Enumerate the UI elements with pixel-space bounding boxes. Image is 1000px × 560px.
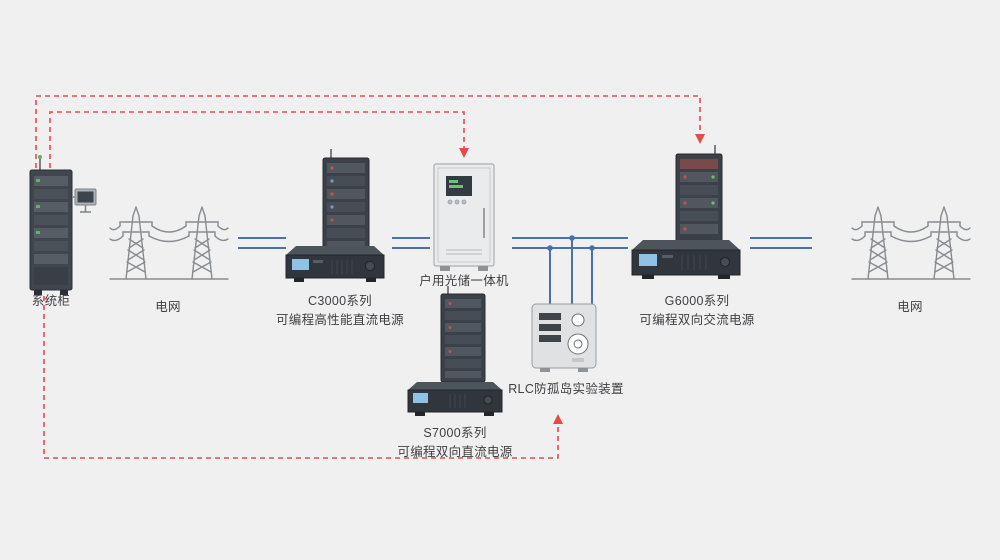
- cabinet-monitor: [72, 188, 97, 213]
- pv-storage-label: 户用光储一体机: [419, 274, 509, 288]
- grid-right-label: 电网: [897, 300, 923, 314]
- c3000-label: C3000系列 可编程高性能直流电源: [250, 292, 430, 330]
- grid-right-pylon: [851, 206, 971, 280]
- s7000-tower-device: [440, 286, 486, 383]
- control-line-to-pv-storage: [49, 111, 465, 168]
- bus-junction-dots: [547, 235, 595, 251]
- bus-g6000-grid-right: [750, 237, 812, 249]
- rlc-device: [531, 303, 597, 372]
- control-line-to-g6000: [35, 95, 701, 168]
- rlc-device-label: RLC防孤岛实验装置: [508, 382, 624, 396]
- g6000-bench-device: [631, 240, 741, 279]
- system-cabinet-device: [29, 155, 97, 295]
- g6000-subtitle: 可编程双向交流电源: [639, 312, 755, 327]
- c3000-bench-device: [285, 246, 385, 282]
- grid-left-label: 电网: [155, 300, 181, 314]
- bus-tap-verticals: [549, 238, 593, 306]
- control-line-arrowheads: [459, 134, 705, 424]
- c3000-subtitle: 可编程高性能直流电源: [275, 312, 404, 327]
- system-cabinet-label: 系统柜: [31, 294, 71, 308]
- s7000-bench-device: [407, 382, 503, 416]
- bus-grid-left-c3000: [238, 237, 286, 249]
- arrow-up-icon: [553, 414, 563, 424]
- c3000-tower-device: [322, 149, 370, 257]
- pv-storage-device: [433, 163, 495, 271]
- g6000-tower-device: [675, 145, 723, 255]
- arrow-down-icon: [695, 134, 705, 144]
- s7000-subtitle: 可编程双向直流电源: [397, 444, 513, 459]
- s7000-label: S7000系列 可编程双向直流电源: [365, 424, 545, 462]
- control-line-to-s7000: [43, 296, 559, 459]
- c3000-title: C3000系列: [308, 294, 372, 308]
- g6000-label: G6000系列 可编程双向交流电源: [607, 292, 787, 330]
- grid-left-pylon: [109, 206, 229, 280]
- s7000-title: S7000系列: [423, 426, 487, 440]
- arrow-down-icon: [459, 148, 469, 158]
- g6000-title: G6000系列: [664, 294, 730, 308]
- control-lines: [35, 95, 701, 459]
- bus-c3000-pv: [392, 237, 430, 249]
